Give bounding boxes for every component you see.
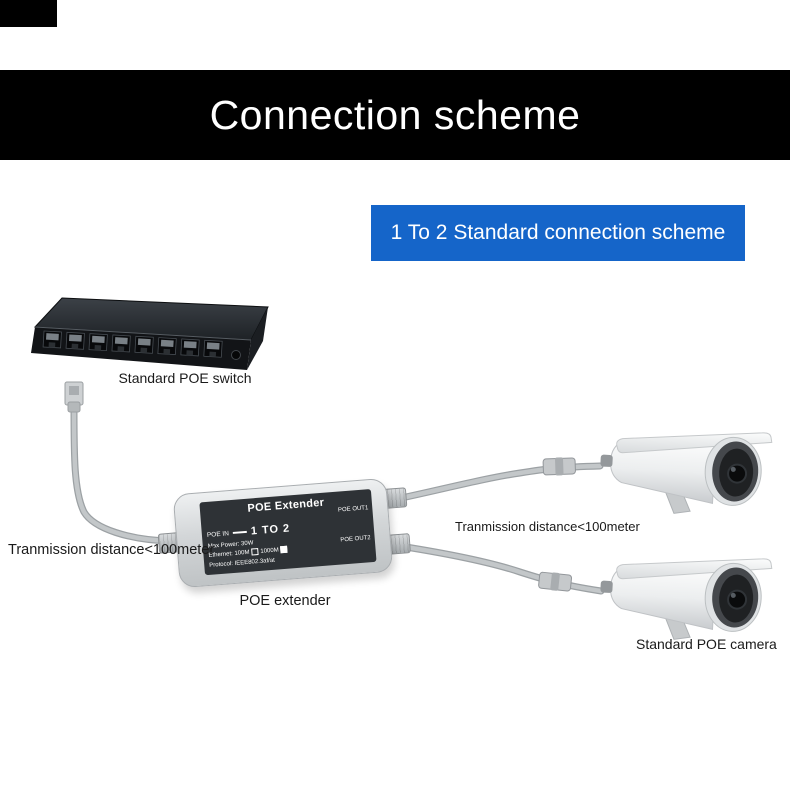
- dash-line: [232, 530, 247, 534]
- extender-caption: POE extender: [239, 593, 331, 609]
- extender-title: POE Extender: [247, 496, 325, 515]
- rj45-coupler-2: [538, 571, 573, 592]
- extender-body: POE Extender POE OUT1 POE IN 1 TO 2 POE …: [172, 477, 394, 589]
- poe-switch-illustration: [31, 297, 269, 370]
- distance-label-right: Tranmission distance<100meter: [455, 519, 640, 534]
- corner-decoration: [0, 0, 57, 27]
- extender-label-panel: POE Extender POE OUT1 POE IN 1 TO 2 POE …: [199, 488, 377, 576]
- switch-port: [157, 337, 177, 356]
- switch-port: [42, 330, 62, 349]
- scheme-banner-text: 1 To 2 Standard connection scheme: [390, 221, 726, 244]
- switch-port: [65, 331, 85, 350]
- switch-dc-jack: [231, 350, 241, 360]
- extender-ethernet-1000m: 1000M: [260, 547, 280, 556]
- poe-camera-1: [597, 423, 774, 520]
- switch-ports: [42, 330, 223, 358]
- extender-out1-label: POE OUT1: [337, 505, 369, 514]
- rj45-plug: [64, 381, 84, 413]
- poe-camera-2: [597, 549, 774, 646]
- checkbox-1000m-icon: [280, 546, 288, 554]
- extender-ratio-label: 1 TO 2: [250, 522, 291, 538]
- checkbox-100m-icon: [251, 548, 259, 556]
- ethernet-cable-out2-to-camera2: [389, 541, 605, 595]
- poe-extender-device: POE Extender POE OUT1 POE IN 1 TO 2 POE …: [157, 477, 411, 590]
- distance-label-left: Tranmission distance<100meter: [8, 542, 215, 558]
- extender-ethernet-100m: Ethernet: 100M: [208, 550, 250, 560]
- page-title: Connection scheme: [209, 91, 581, 138]
- switch-port: [180, 338, 200, 357]
- switch-port: [203, 339, 223, 358]
- switch-label: Standard POE switch: [118, 370, 252, 386]
- ethernet-cable-out1-to-camera1: [388, 457, 604, 504]
- rj45-coupler-1: [542, 457, 576, 476]
- scheme-banner: 1 To 2 Standard connection scheme: [371, 205, 745, 261]
- switch-port: [88, 333, 108, 352]
- extender-out2-label: POE OUT2: [340, 535, 371, 544]
- camera-label: Standard POE camera: [636, 636, 777, 652]
- extender-poe-in-label: POE IN: [206, 529, 230, 539]
- switch-port: [111, 334, 131, 353]
- ethernet-cable-switch-to-extender: [64, 381, 174, 545]
- title-banner: Connection scheme: [0, 70, 790, 160]
- switch-port: [134, 335, 154, 354]
